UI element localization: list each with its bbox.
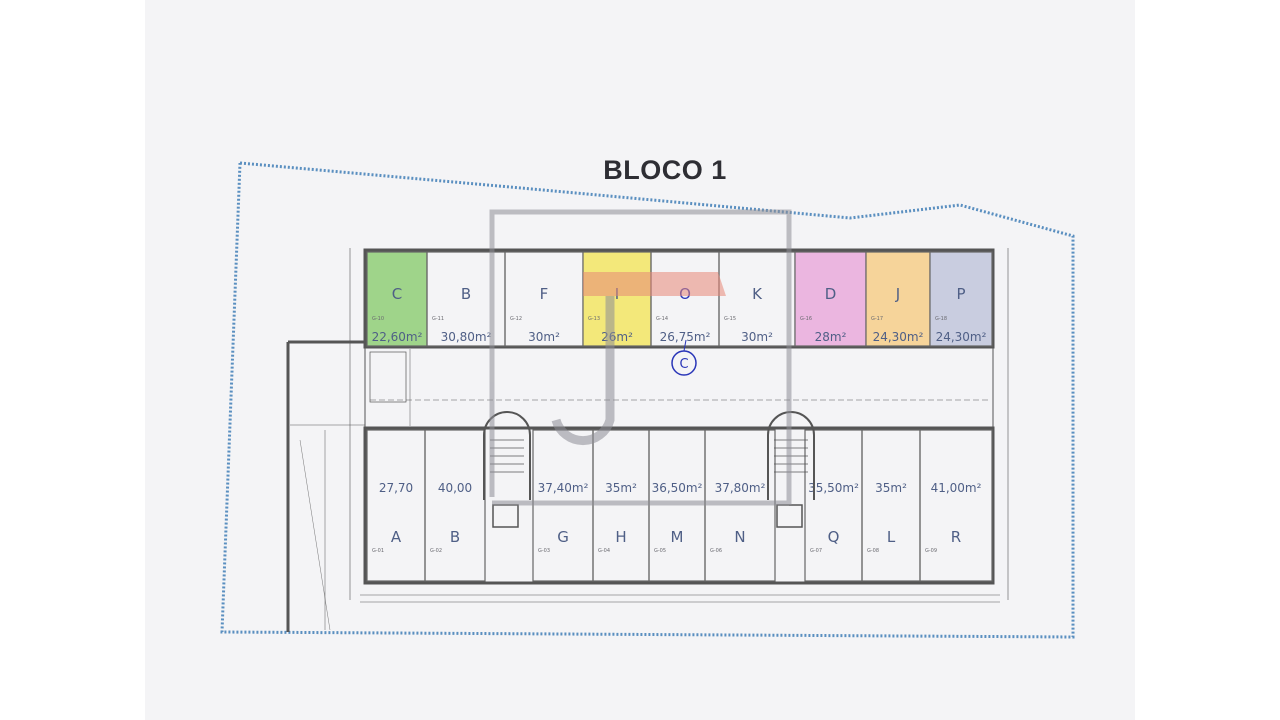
unit-area: 36,50m² (652, 481, 703, 495)
unit-code: G-05 (654, 548, 666, 554)
unit-letter: B (450, 528, 460, 546)
unit-letter: M (671, 528, 684, 546)
unit-code: G-12 (510, 316, 522, 322)
unit-letter: L (887, 528, 896, 546)
unit-area: 40,00 (438, 481, 472, 495)
unit-code: G-18 (935, 316, 947, 322)
unit-code: G-03 (538, 548, 550, 554)
unit-letter: C (392, 285, 402, 303)
unit-code: G-17 (871, 316, 883, 322)
garage-unit: P G-18 24,30m² (929, 251, 993, 347)
unit-letter: N (734, 528, 745, 546)
garage-unit: 40,00B G-02 (424, 429, 486, 582)
unit-letter: A (391, 528, 402, 546)
unit-area: 41,00m² (931, 481, 982, 495)
garage-unit: 35m² L G-08 (861, 429, 921, 582)
garage-unit: C G-10 22,60m² (366, 251, 428, 347)
unit-letter: P (956, 285, 965, 303)
unit-code: G-04 (598, 548, 610, 554)
unit-area: 26,75m² (660, 330, 711, 344)
garage-unit: K G-15 30m² (718, 251, 796, 347)
unit-area: 37,80m² (715, 481, 766, 495)
unit-letter: Q (828, 528, 840, 546)
unit-area: 35m² (605, 481, 637, 495)
top-garage-row: C G-10 22,60m² B G-11 30,80m² F G-12 30m² IG-1326… (366, 251, 993, 347)
unit-code: G-09 (925, 548, 937, 554)
unit-letter: G (557, 528, 569, 546)
bottom-garage-row: 27,70A G-01 40,00B G-02 37,40m² G G-03 35m² H G-0… (366, 429, 993, 582)
garage-unit: 27,70A G-01 (366, 429, 426, 582)
unit-letter: J (895, 285, 900, 303)
unit-area: 28m² (815, 330, 847, 344)
unit-letter: K (752, 285, 763, 303)
unit-letter: F (540, 285, 549, 303)
unit-area: 22,60m² (372, 330, 423, 344)
garage-unit: J G-17 24,30m² (865, 251, 931, 347)
unit-letter: H (615, 528, 626, 546)
unit-area: 24,30m² (873, 330, 924, 344)
circled-annotation: C (671, 339, 697, 376)
unit-area: 24,30m² (936, 330, 987, 344)
unit-code: G-13 (588, 316, 600, 322)
garage-unit: D G-16 28m² (794, 251, 867, 347)
unit-code: G-02 (430, 548, 442, 554)
garage-unit: 41,00m² R G-09 (919, 429, 993, 582)
unit-area: 35,50m² (808, 481, 859, 495)
site-boundary (220, 161, 1075, 639)
unit-letter: B (461, 285, 471, 303)
unit-code: G-15 (724, 316, 736, 322)
unit-code: G-10 (372, 316, 384, 322)
unit-code: G-07 (810, 548, 822, 554)
unit-area: 35m² (875, 481, 907, 495)
building-outline (286, 248, 1009, 632)
plan-title: BLOCO 1 (603, 155, 727, 185)
unit-letter: R (951, 528, 961, 546)
unit-code: G-08 (867, 548, 879, 554)
garage-unit: F G-12 30m² (504, 251, 584, 347)
unit-area: 30,80m² (441, 330, 492, 344)
unit-area: 30m² (528, 330, 560, 344)
scanned-sheet (145, 0, 1135, 720)
unit-code: G-11 (432, 316, 444, 322)
watermark-logo (489, 209, 792, 506)
unit-letter: D (825, 285, 837, 303)
unit-code: G-06 (710, 548, 722, 554)
unit-area: 30m² (741, 330, 773, 344)
unit-area: 37,40m² (538, 481, 589, 495)
unit-code: G-14 (656, 316, 668, 322)
unit-code: G-16 (800, 316, 812, 322)
svg-text:C: C (679, 357, 688, 372)
unit-code: G-01 (372, 548, 384, 554)
unit-area: 27,70 (379, 481, 413, 495)
